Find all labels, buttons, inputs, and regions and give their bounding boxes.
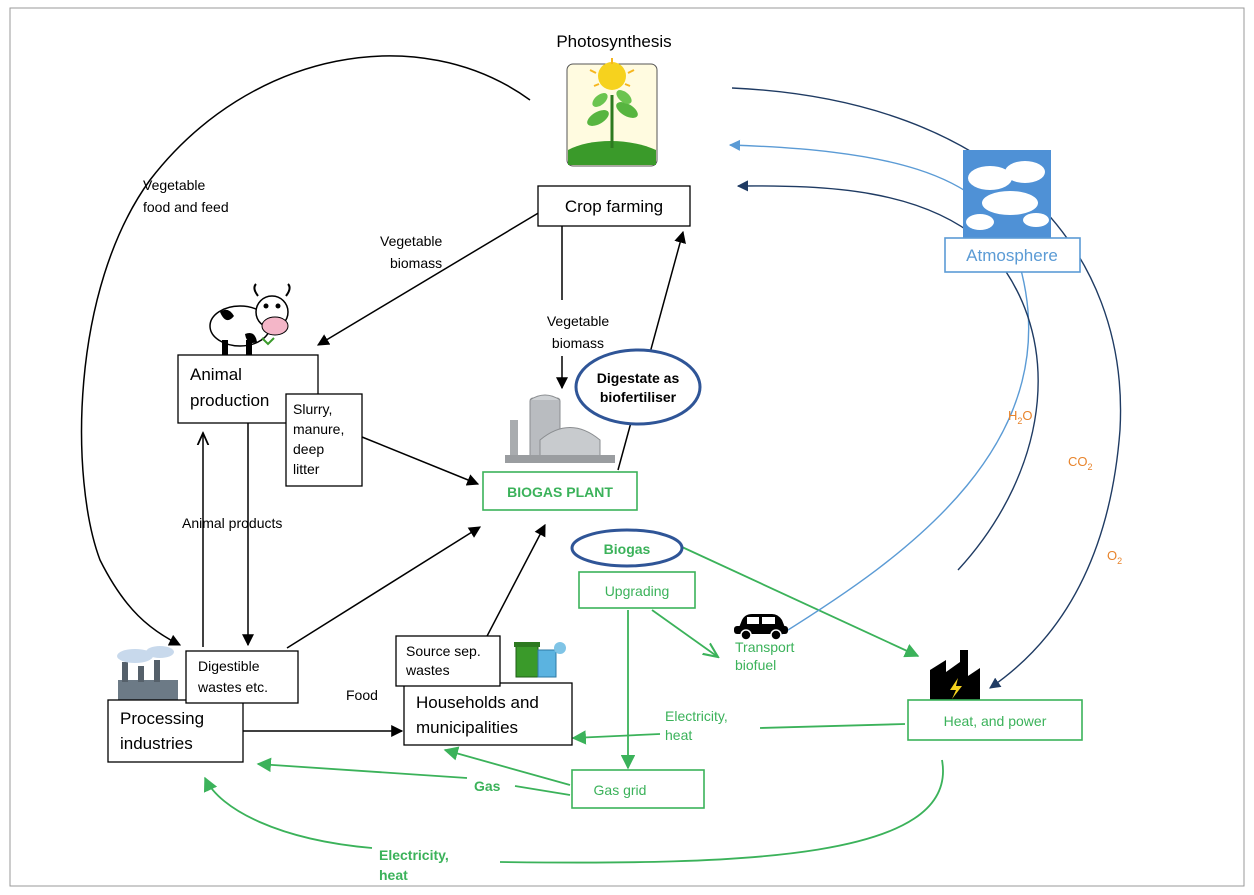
arrow-wastes-to-plant: [286, 526, 482, 649]
households-line-1: Households and: [416, 693, 539, 712]
processing-line-1: Processing: [120, 709, 204, 728]
animal-production-line-1: Animal: [190, 365, 242, 384]
arrow-crop-to-animal: [316, 211, 541, 346]
line-electricity-bottom-right: [499, 759, 944, 864]
crop-farming-box: [537, 185, 691, 227]
arrow-upgrading-to-transport: [651, 609, 718, 657]
animal-production-line-2: production: [190, 391, 269, 410]
transport-line-1: Transport: [735, 639, 795, 655]
slurry-line-4: litter: [293, 461, 320, 477]
arrow-electricity-to-processing: [203, 776, 373, 849]
arrow-slurry-to-plant: [361, 436, 480, 486]
label-electricity-heat-bottom-1: Electricity,: [379, 847, 449, 863]
gas-grid-label: Gas grid: [594, 782, 647, 798]
biogas-label: Biogas: [604, 541, 651, 557]
slurry-line-3: deep: [293, 441, 324, 457]
source-sep-line-2: wastes: [405, 662, 450, 678]
power-plant-icon: [930, 650, 980, 702]
label-animal-products: Animal products: [182, 515, 282, 531]
factory-icon: [117, 646, 178, 700]
line-grid-gas: [514, 785, 571, 796]
crop-farming-label: Crop farming: [565, 197, 663, 216]
label-electricity-heat-mid-1: Electricity,: [665, 708, 728, 724]
heat-power-label: Heat, and power: [944, 713, 1047, 729]
label-vegetable-biomass-left-2: biomass: [390, 255, 442, 271]
upgrading-box: [578, 571, 696, 609]
source-sep-line-1: Source sep.: [406, 643, 481, 659]
car-icon: [734, 614, 788, 641]
arrow-grid-to-processing: [256, 757, 468, 779]
arrow-biogas-to-heat: [681, 546, 920, 658]
photosynthesis-icon: [566, 58, 658, 167]
diagram-border: [9, 7, 1245, 887]
label-vegetable-food-feed-1: Vegetable: [143, 177, 205, 193]
label-vegetable-biomass-center-1: Vegetable: [547, 313, 609, 329]
households-line-2: municipalities: [416, 718, 518, 737]
slurry-box: [285, 393, 363, 487]
digestible-wastes-box: [185, 650, 299, 704]
arrow-heat-to-households: [571, 730, 661, 745]
transport-line-2: biofuel: [735, 657, 776, 673]
heat-power-box: [907, 699, 1083, 741]
label-gas: Gas: [474, 778, 501, 794]
atmosphere-label: Atmosphere: [966, 246, 1058, 265]
label-co2: CO2: [1068, 454, 1093, 472]
photosynthesis-label: Photosynthesis: [556, 32, 671, 51]
digestible-line-2: wastes etc.: [197, 679, 268, 695]
recycling-bins-icon: [514, 642, 566, 678]
arrow-co2: [728, 139, 1030, 636]
arrow-vegetable-food-feed: [80, 55, 531, 646]
arrow-o2: [731, 87, 1122, 689]
upgrading-label: Upgrading: [605, 583, 670, 599]
label-h2o: H2O: [1008, 408, 1033, 426]
cow-icon: [209, 283, 291, 356]
connectors: [80, 55, 1122, 864]
gas-grid-box: [571, 769, 705, 809]
processing-line-2: industries: [120, 734, 193, 753]
biogas-plant-label: BIOGAS PLANT: [507, 484, 613, 500]
digestible-line-1: Digestible: [198, 658, 260, 674]
biogas-plant-box: [482, 471, 638, 511]
atmosphere-box: [944, 237, 1081, 273]
arrow-grid-to-households: [443, 746, 571, 786]
biogas-plant-icon: [505, 394, 615, 463]
label-electricity-heat-mid-2: heat: [665, 727, 692, 743]
label-food: Food: [346, 687, 378, 703]
digestate-line-1: Digestate as: [597, 370, 680, 386]
label-o2: O2: [1107, 548, 1122, 566]
processing-industries-box: [107, 699, 244, 763]
label-vegetable-food-feed-2: food and feed: [143, 199, 229, 215]
slurry-line-2: manure,: [293, 421, 344, 437]
biogas-ellipse: [570, 528, 684, 568]
digestate-line-2: biofertiliser: [600, 389, 677, 405]
label-electricity-heat-bottom-2: heat: [379, 867, 408, 883]
line-heat-mid: [759, 723, 906, 729]
source-sep-box: [395, 635, 501, 687]
arrow-sourcesep-to-plant: [484, 523, 546, 641]
slurry-line-1: Slurry,: [293, 401, 332, 417]
cloud-icon: [963, 150, 1051, 238]
label-vegetable-biomass-center-2: biomass: [552, 335, 604, 351]
digestate-ellipse: [574, 348, 702, 426]
households-box: [403, 682, 573, 746]
label-vegetable-biomass-left-1: Vegetable: [380, 233, 442, 249]
